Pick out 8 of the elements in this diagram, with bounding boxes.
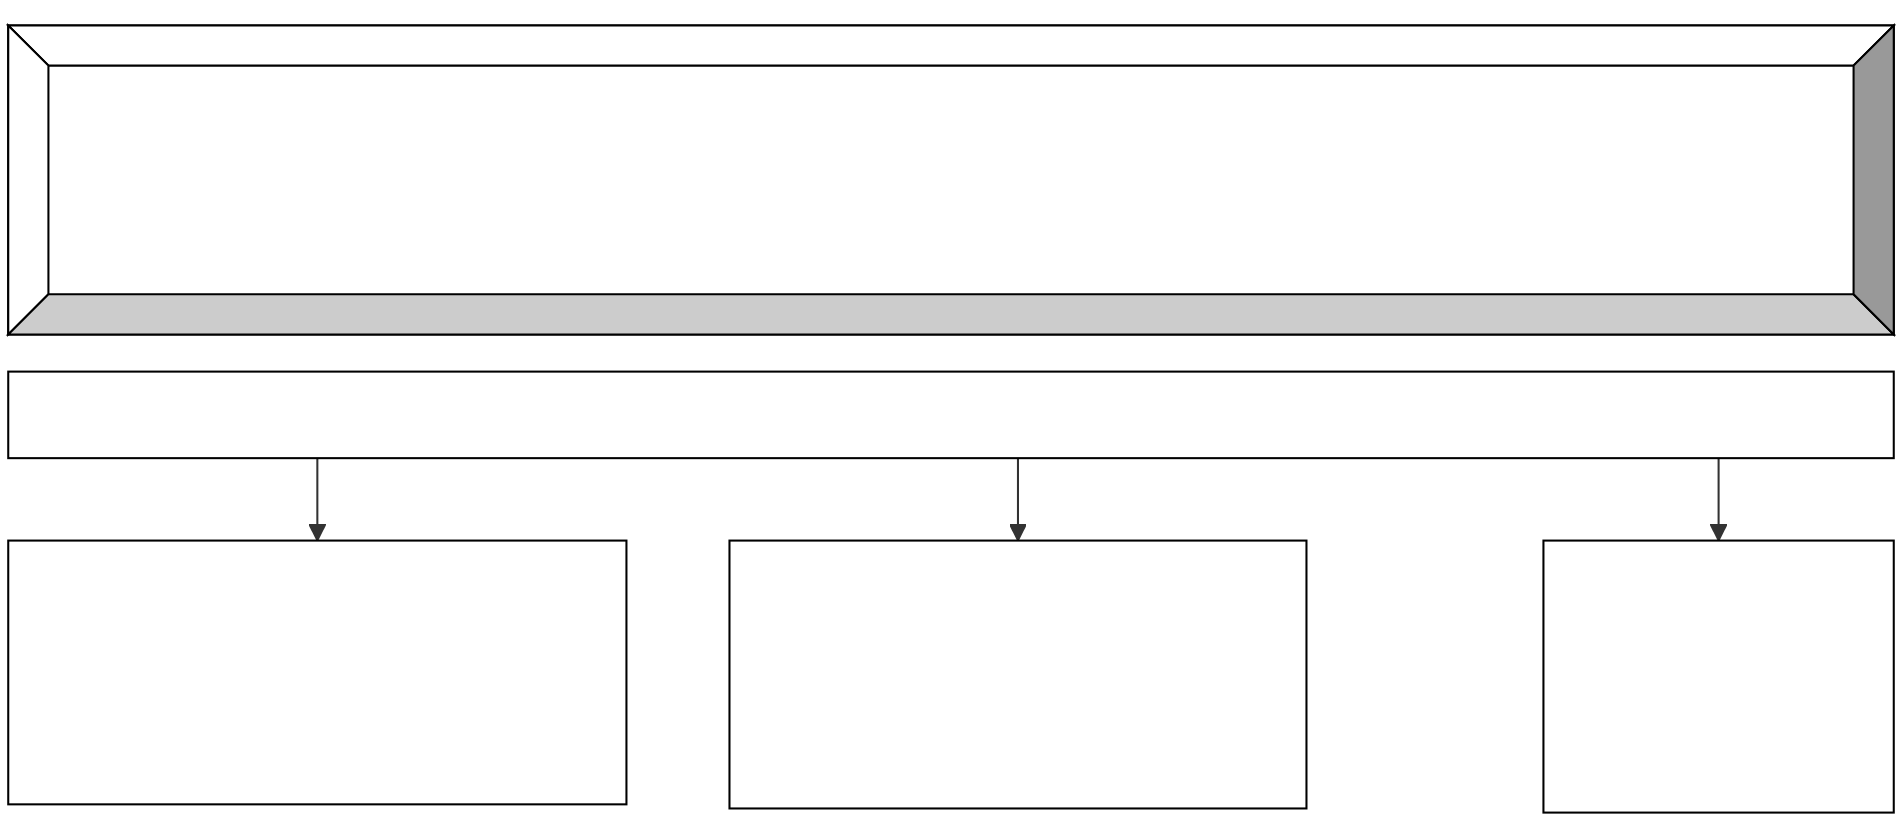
process-box <box>728 539 1308 810</box>
process-box <box>7 539 628 806</box>
process-box <box>1542 539 1895 814</box>
arrow <box>1008 458 1028 542</box>
arrow <box>308 458 327 542</box>
process-box <box>7 370 1895 460</box>
bevelled-frame <box>5 22 1897 337</box>
arrow <box>1709 458 1728 542</box>
